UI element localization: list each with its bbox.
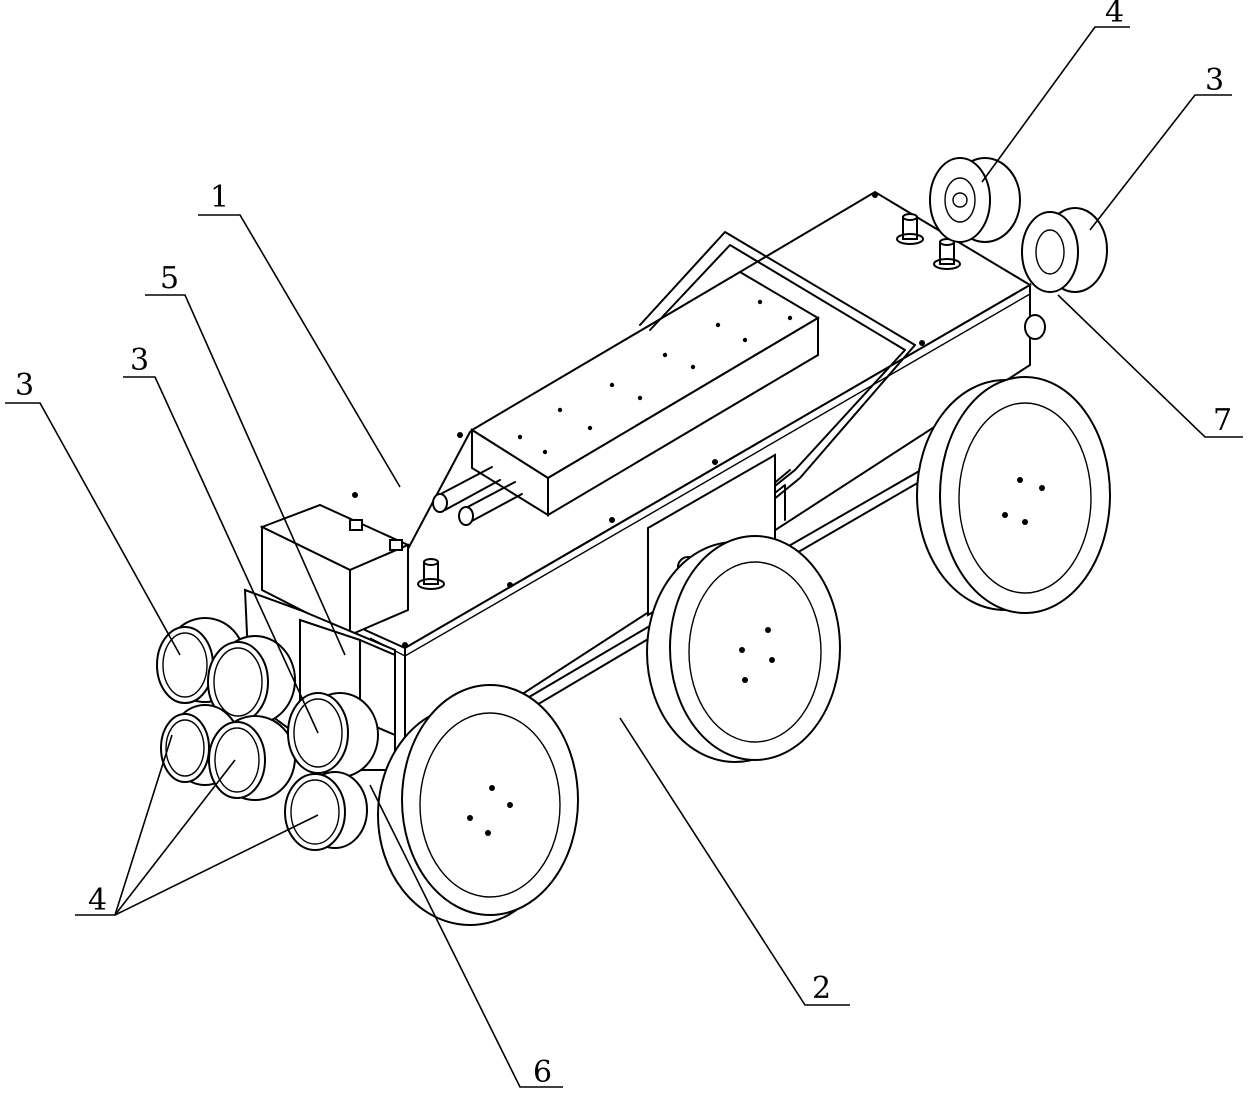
wheels xyxy=(377,376,1111,926)
callout-7: 7 xyxy=(1213,403,1232,438)
callout-4-top-right: 4 xyxy=(1105,0,1124,30)
top-box xyxy=(432,270,820,526)
callout-labels: 1 2 3 3 3 4 4 5 6 7 xyxy=(15,0,1232,1090)
camera-lower-mid xyxy=(208,715,296,801)
callout-1: 1 xyxy=(210,180,229,215)
front-cameras xyxy=(156,617,379,851)
callout-3-top-right: 3 xyxy=(1205,63,1224,98)
rear-camera xyxy=(1021,207,1108,293)
wheel-middle xyxy=(646,535,841,763)
callout-6: 6 xyxy=(533,1055,552,1090)
rear-light xyxy=(929,157,1021,243)
camera-center xyxy=(287,692,379,778)
leader-lines xyxy=(5,26,1243,1088)
callout-3-far-left: 3 xyxy=(15,368,34,403)
callout-5: 5 xyxy=(160,261,179,296)
callout-4-bottom-left: 4 xyxy=(88,883,107,918)
top-posts xyxy=(417,213,961,590)
wheel-rear xyxy=(916,376,1111,614)
wheel-front xyxy=(377,684,579,926)
camera-bottom xyxy=(284,771,368,851)
callout-2: 2 xyxy=(812,971,831,1006)
cable-connectors xyxy=(432,466,523,526)
callout-3-mid-left: 3 xyxy=(130,343,149,378)
